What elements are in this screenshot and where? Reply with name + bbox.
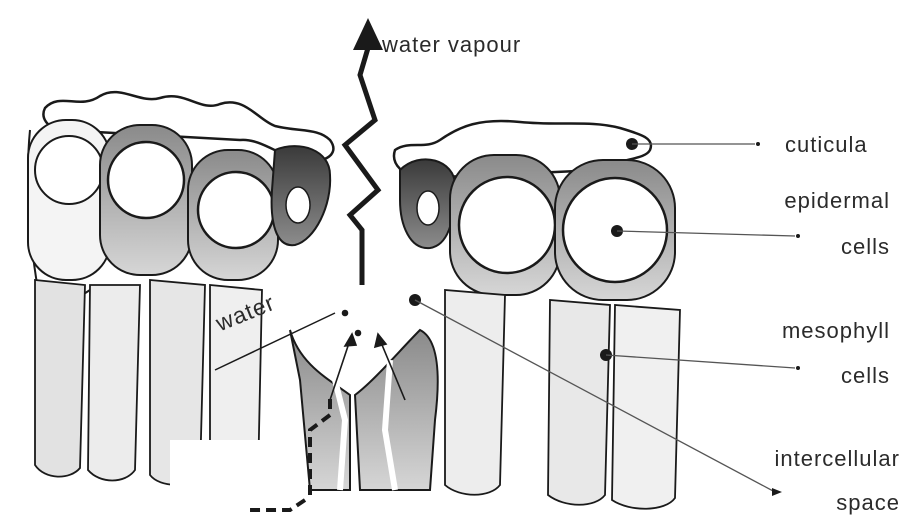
label-epidermal-cells: cells [740, 234, 890, 260]
label-cuticula: cuticula [785, 132, 868, 158]
label-mesophyll: mesophyll [740, 318, 890, 344]
label-intercellular: intercellular [720, 446, 900, 472]
water-vapour-arrow [345, 48, 378, 285]
label-mesophyll-cells: cells [740, 363, 890, 389]
water-vapour-arrowhead [353, 18, 383, 50]
right-epidermis [450, 155, 675, 300]
label-space: space [720, 490, 900, 516]
label-epidermal: epidermal [740, 188, 890, 214]
label-water-vapour: water vapour [382, 32, 521, 58]
